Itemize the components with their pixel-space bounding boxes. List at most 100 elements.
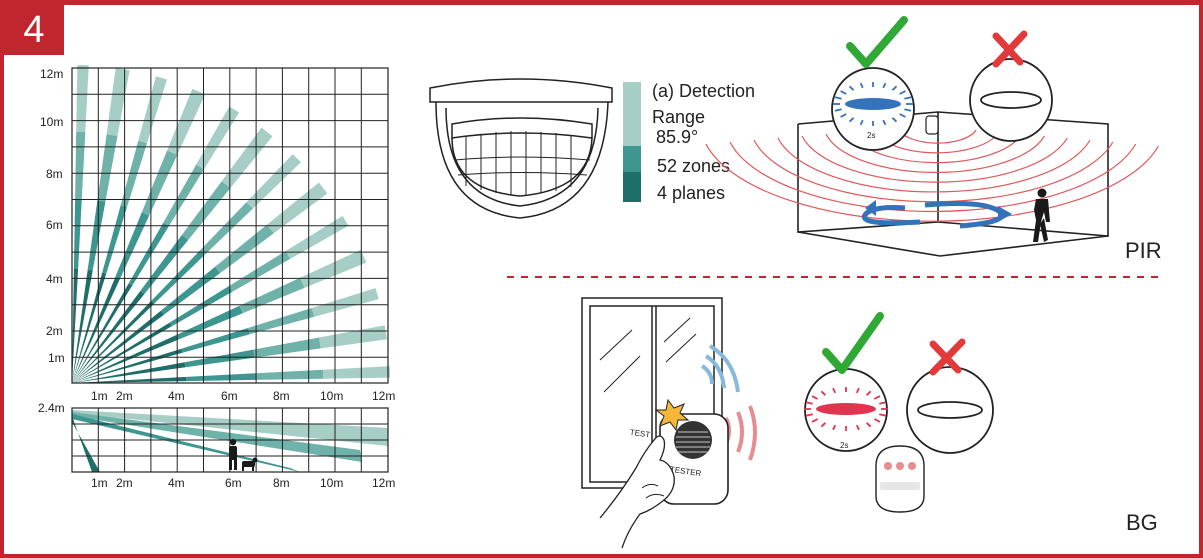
beam-4-plane-1	[169, 286, 233, 327]
beam-6-plane-3	[246, 154, 301, 209]
side-x-tick-4m: 4m	[168, 476, 185, 490]
beam-0-plane-3	[322, 366, 390, 379]
beam-10-plane-2	[120, 140, 147, 207]
coverage-x-labels: 1m 2m 4m 6m 8m 10m 12m	[91, 389, 395, 403]
pir-led-rays	[833, 82, 913, 126]
test-flash-icon	[654, 398, 690, 432]
bg-check-icon	[822, 312, 884, 374]
y-tick-1m: 1m	[48, 351, 65, 365]
beam-3-plane-3	[300, 249, 367, 288]
coverage-side-view: 2.4m 1m 2m 4m 6m 8m 10m 12m	[38, 401, 395, 490]
bg-window-scene: TESTER TEST 2s BG	[581, 297, 1158, 549]
legend-planes: 4 planes	[657, 183, 725, 203]
beam-4-plane-2	[228, 251, 291, 292]
beam-2-plane-3	[311, 288, 379, 317]
x-tick-1m: 1m	[91, 389, 108, 403]
arrow-head-right	[998, 206, 1012, 222]
detector-lens-icon	[429, 78, 613, 219]
pir-rays-ray-14	[859, 82, 864, 89]
beam-12-plane-0	[72, 268, 79, 383]
beam-11-plane-3	[106, 68, 130, 136]
beam-9-plane-2	[141, 150, 178, 216]
bg-rays-ray-18	[873, 395, 881, 400]
beam-9-plane-1	[115, 212, 150, 279]
beam-7-plane-0	[72, 291, 145, 383]
y-tick-6m: 6m	[46, 218, 63, 232]
bg-detector-led-1	[884, 462, 892, 470]
x-tick-6m: 6m	[221, 389, 238, 403]
bg-rays-ray-8	[811, 418, 819, 423]
bg-rays-ray-4	[855, 424, 860, 431]
bg-cross-icon	[929, 338, 966, 376]
beam-1-plane-3	[319, 325, 387, 349]
beam-11-plane-2	[97, 134, 118, 202]
beam-6-plane-0	[72, 300, 155, 383]
legend-zones: 52 zones	[657, 156, 730, 176]
beam-11-plane-0	[72, 269, 93, 383]
pir-rays-ray-3	[891, 117, 898, 123]
pir-wave-8	[705, 143, 1159, 222]
bg-detector-lens	[880, 482, 920, 490]
y-tick-12m: 12m	[40, 67, 63, 81]
pir-wave-3	[825, 133, 1045, 173]
legend-range: Range	[652, 107, 705, 127]
pir-rays-ray-17	[891, 85, 898, 91]
bg-led-off-icon	[917, 401, 983, 419]
legend-swatch-zones	[623, 146, 641, 172]
bg-led-rays	[804, 387, 888, 431]
legend-swatch-range	[623, 82, 641, 146]
legend-angle: 85.9°	[656, 127, 698, 147]
pir-rays-ray-11	[834, 96, 842, 100]
beam-12-plane-3	[76, 65, 89, 133]
beam-8-plane-0	[72, 283, 133, 383]
pir-led-off-circle	[969, 58, 1053, 142]
x-tick-2m: 2m	[116, 389, 133, 403]
beam-1-plane-1	[184, 349, 255, 368]
side-y-tick-2.4m: 2.4m	[38, 401, 65, 415]
beam-7-plane-2	[181, 181, 231, 240]
bg-rays-ray-6	[832, 424, 837, 431]
pir-rays-ray-9	[834, 108, 842, 112]
beam-6-plane-2	[200, 202, 253, 255]
beam-12-plane-2	[75, 131, 86, 199]
beam-0-plane-2	[256, 369, 324, 380]
coverage-y-labels: 12m 10m 8m 6m 4m 2m 1m	[40, 67, 65, 365]
bg-detector-led-2	[896, 462, 904, 470]
coverage-top-view: 12m 10m 8m 6m 4m 2m 1m 1m 2m 4m 6m 8m 10…	[40, 65, 395, 403]
beam-8-plane-3	[196, 106, 240, 170]
pir-rays-ray-13	[848, 85, 855, 91]
pir-rays-ray-4	[882, 119, 887, 126]
beam-12-plane-1	[73, 198, 82, 269]
side-beam-near	[72, 414, 300, 472]
pir-rays-ray-12	[840, 90, 847, 95]
bg-led-off-circle	[906, 366, 994, 454]
x-tick-8m: 8m	[273, 389, 290, 403]
hand-finger-lines	[641, 483, 665, 499]
beam-5-plane-0	[72, 310, 164, 383]
bg-led-icon	[816, 403, 876, 415]
y-tick-4m: 4m	[46, 272, 63, 286]
bg-rays-ray-16	[855, 387, 860, 394]
pir-rays-ray-18	[899, 90, 906, 95]
x-tick-12m: 12m	[372, 389, 395, 403]
beam-2-plane-2	[248, 308, 315, 335]
coverage-grid	[71, 67, 389, 384]
side-x-tick-1m: 1m	[91, 476, 108, 490]
bg-rays-ray-9	[805, 413, 813, 417]
step-badge: 4	[4, 5, 64, 55]
beam-6-plane-1	[151, 250, 205, 304]
pir-rays-ray-7	[848, 117, 855, 123]
pir-wave-5	[777, 137, 1091, 193]
x-tick-10m: 10m	[320, 389, 343, 403]
person-with-dog-icon	[229, 438, 258, 471]
bg-rays-ray-3	[865, 422, 872, 428]
bg-rays-ray-13	[820, 390, 827, 396]
beam-10-plane-1	[102, 205, 127, 274]
pir-detector-icon	[925, 115, 939, 135]
side-x-tick-12m: 12m	[372, 476, 395, 490]
y-tick-8m: 8m	[46, 167, 63, 181]
bg-rays-ray-19	[879, 401, 887, 405]
beam-0-plane-1	[186, 373, 257, 382]
beam-5-plane-1	[160, 266, 221, 315]
side-view-grid	[71, 407, 389, 473]
